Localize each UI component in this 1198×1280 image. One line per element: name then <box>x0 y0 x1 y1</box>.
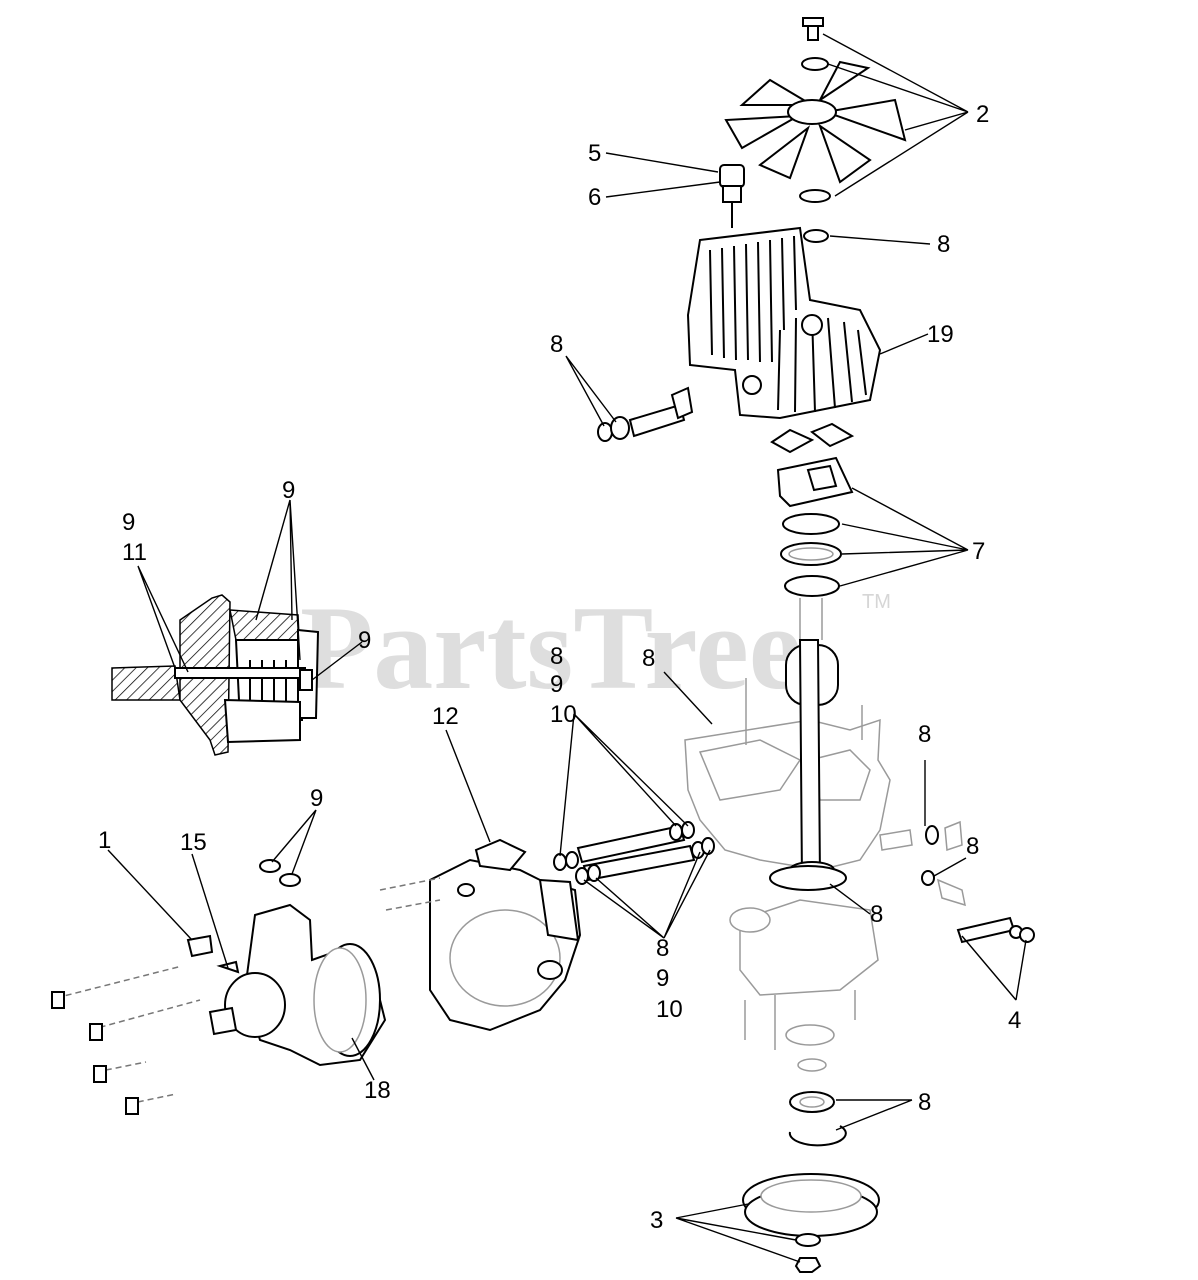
upper-housing <box>686 226 882 420</box>
callout-12: 12 <box>432 703 459 730</box>
watermark-trademark: TM <box>862 591 891 613</box>
callout-5: 5 <box>588 140 601 167</box>
callout-15: 15 <box>180 829 207 856</box>
cross-section-detail <box>111 594 320 756</box>
callout-8-right-fitting: 8 <box>918 721 931 748</box>
input-shaft-seals <box>597 386 694 442</box>
callout-9-section-left: 9 <box>122 509 135 536</box>
callout-2: 2 <box>976 101 989 128</box>
callout-7: 7 <box>972 538 985 565</box>
leader-lines <box>107 33 1027 1263</box>
callout-1: 1 <box>98 827 111 854</box>
callout-6: 6 <box>588 184 601 211</box>
callout-18: 18 <box>364 1077 391 1104</box>
callout-8-gasket: 8 <box>642 645 655 672</box>
callout-8-shaft-seals: 8 <box>550 331 563 358</box>
callout-8-tubes-lower: 8 <box>656 935 669 962</box>
callout-8-bottom-bearing: 8 <box>918 1089 931 1116</box>
callout-8-upper-bearing: 8 <box>937 231 950 258</box>
fill-cap <box>719 164 745 228</box>
bottom-bearing-ring <box>788 1091 847 1147</box>
bearing-upper <box>803 229 829 243</box>
tubes-orings <box>553 821 715 885</box>
callout-4: 4 <box>1008 1007 1021 1034</box>
callout-9-plugs: 9 <box>310 785 323 812</box>
cylinder-housing <box>379 838 582 1032</box>
right-side-fittings <box>879 820 1035 944</box>
callout-8-tubes-upper: 8 <box>550 643 563 670</box>
callout-10-tubes-lower: 10 <box>656 996 683 1023</box>
callout-9-section-top: 9 <box>282 477 295 504</box>
callout-9-tubes-lower: 9 <box>656 965 669 992</box>
fan-assembly <box>724 17 907 203</box>
callout-8-lower-ring: 8 <box>870 901 883 928</box>
pulley <box>742 1173 880 1273</box>
callout-8-oring: 8 <box>966 833 979 860</box>
center-case <box>684 639 891 891</box>
thrust-bearing-stack <box>770 422 855 706</box>
motor-assembly <box>51 859 387 1115</box>
callout-11: 11 <box>122 539 147 566</box>
callout-19: 19 <box>927 321 954 348</box>
callout-9-section-right: 9 <box>358 627 371 654</box>
watermark-brand: PartsTree <box>300 581 802 714</box>
callout-9-tubes-upper: 9 <box>550 671 563 698</box>
lower-plate <box>729 899 879 1072</box>
callout-3: 3 <box>650 1207 663 1234</box>
callout-10-tubes-upper: 10 <box>550 701 577 728</box>
